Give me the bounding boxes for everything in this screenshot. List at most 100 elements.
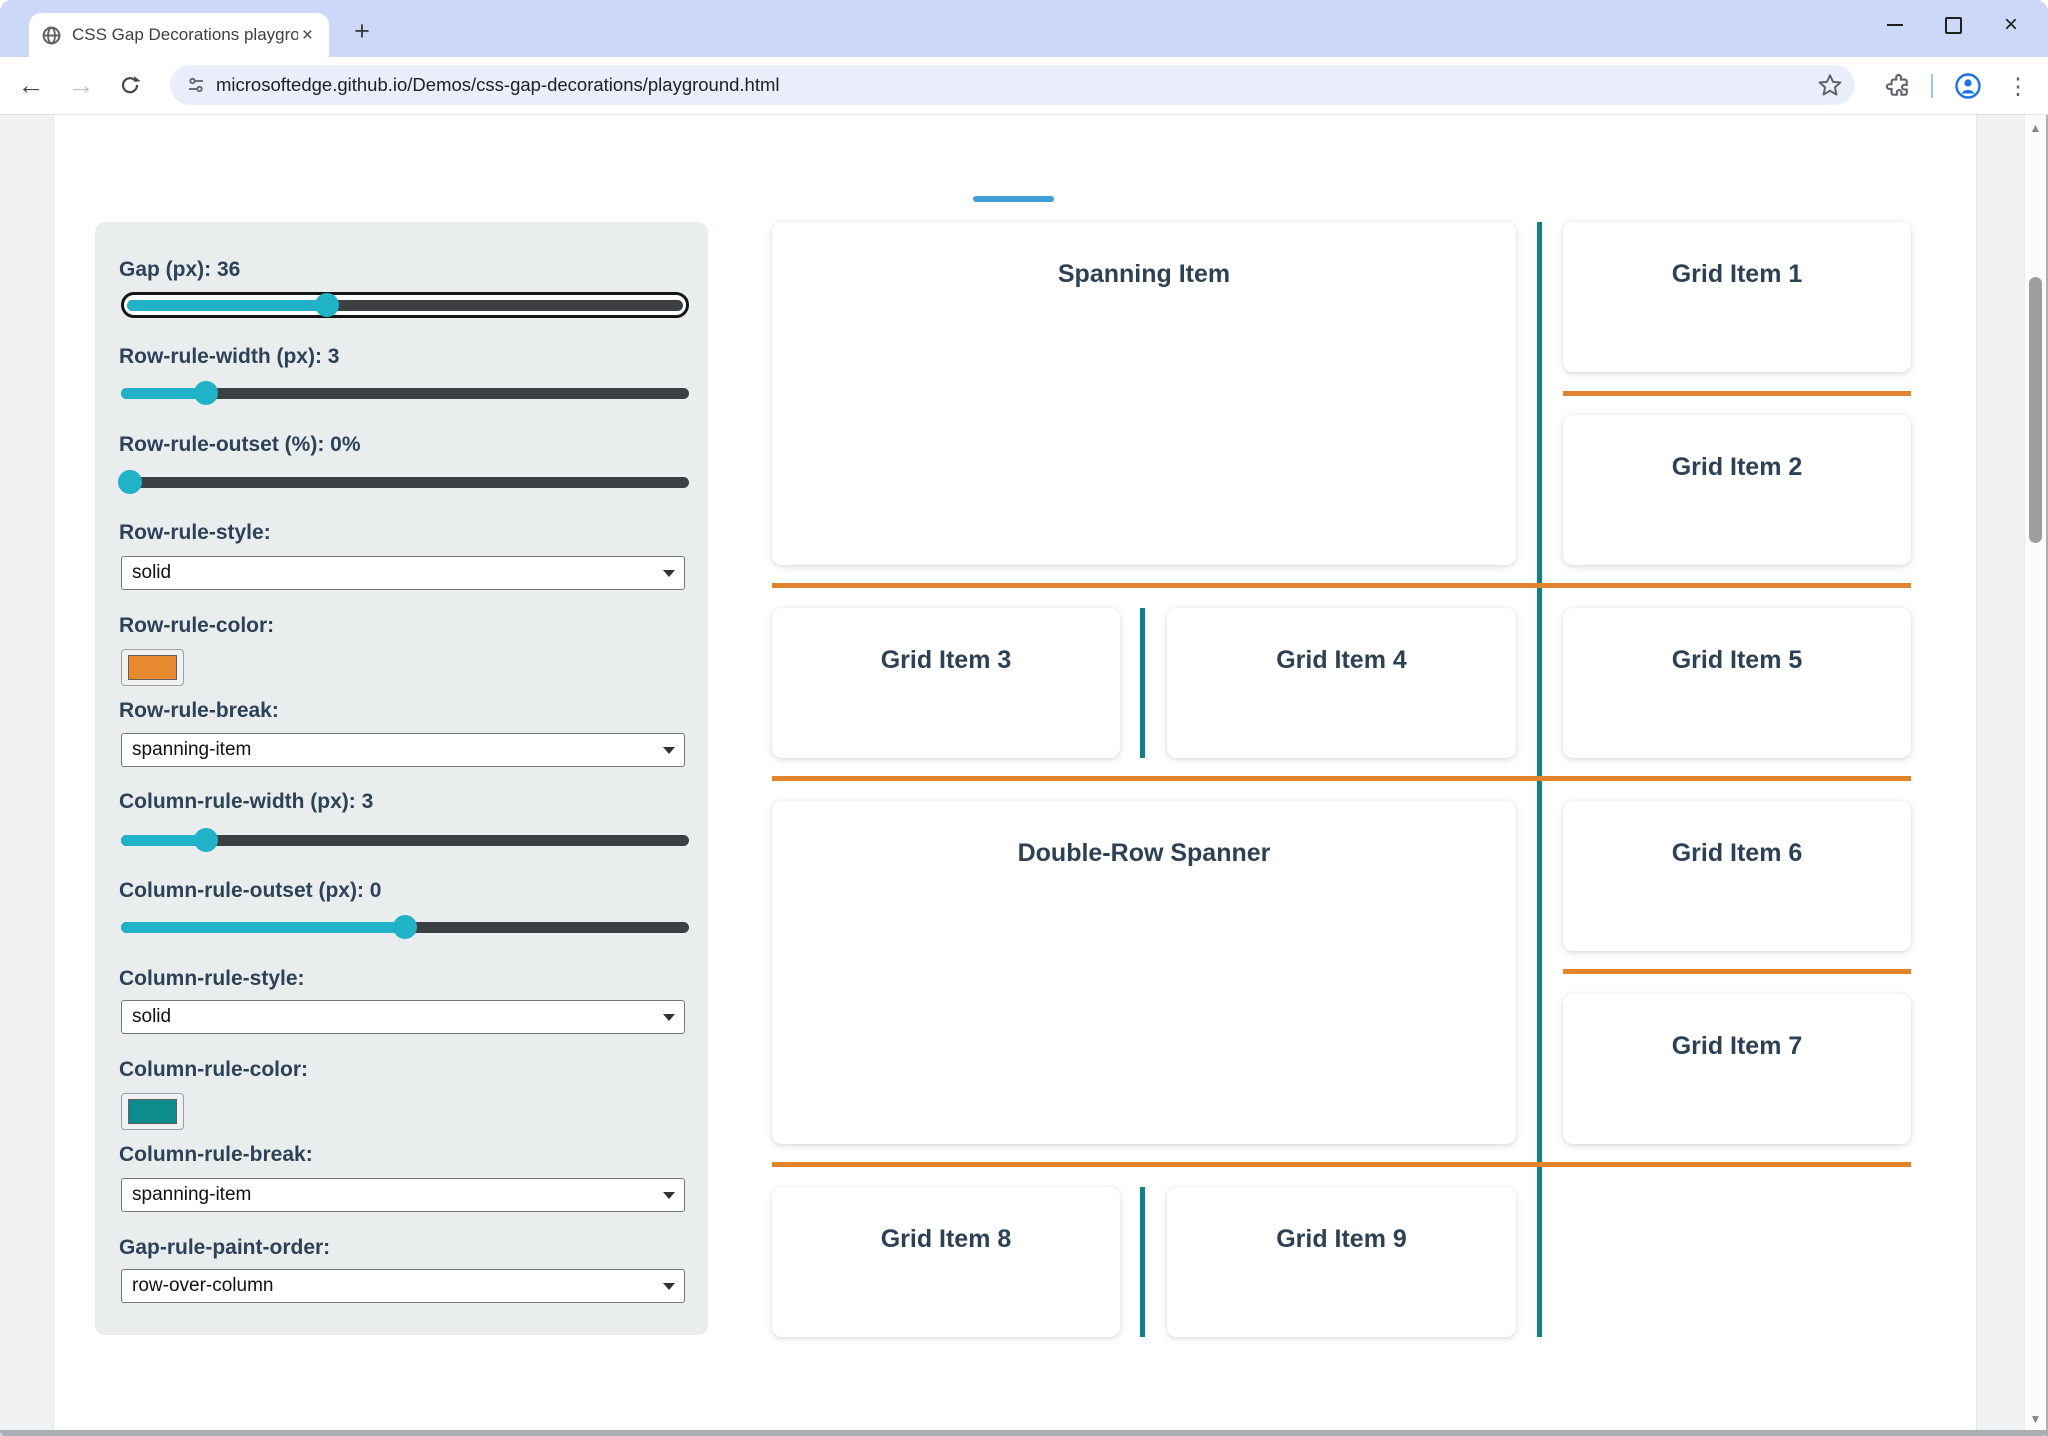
globe-favicon-icon xyxy=(42,26,61,44)
row-rule-break-value: spanning-item xyxy=(132,739,252,760)
reload-icon xyxy=(121,76,141,94)
grid-item-card: Grid Item 2 xyxy=(1563,415,1911,565)
gap-rule-paint-order-value: row-over-column xyxy=(132,1275,274,1296)
grid-item-card: Grid Item 9 xyxy=(1167,1187,1516,1337)
forward-button[interactable]: → xyxy=(67,69,95,100)
window-right-border xyxy=(2046,115,2048,1436)
window-controls: × xyxy=(1866,0,2040,50)
site-info-icon[interactable] xyxy=(184,73,208,97)
column-rule-style-value: solid xyxy=(132,1006,172,1027)
gap-slider-thumb[interactable] xyxy=(315,293,340,317)
gap-rule-paint-order-label: Gap-rule-paint-order: xyxy=(119,1236,331,1259)
url-bar[interactable]: microsoftedge.github.io/Demos/css-gap-de… xyxy=(170,65,1855,105)
row-rule-break-select[interactable]: spanning-item xyxy=(121,733,685,767)
select-caret-icon xyxy=(663,1283,675,1290)
row-rule-width-label: Row-rule-width (px): 3 xyxy=(119,345,340,368)
row-rule-full xyxy=(772,1162,1911,1167)
row-rule-color-swatch xyxy=(128,655,177,680)
scroll-down-icon[interactable]: ▼ xyxy=(2029,1412,2042,1426)
scrollbar-thumb[interactable] xyxy=(2029,277,2042,543)
grid-item-card: Grid Item 4 xyxy=(1167,608,1516,758)
row-rule-outset-label: Row-rule-outset (%): 0% xyxy=(119,433,361,456)
gap-rule-paint-order-select[interactable]: row-over-column xyxy=(121,1269,685,1303)
window-bottom-border xyxy=(0,1430,2048,1436)
page-container: Grid Layout Gap (px): 36 Row-rule-width … xyxy=(53,115,1977,1430)
minimize-button[interactable] xyxy=(1866,3,1924,47)
gap-slider-track[interactable] xyxy=(127,293,683,317)
grid-item-card: Grid Item 6 xyxy=(1563,801,1911,951)
scroll-up-icon[interactable]: ▲ xyxy=(2029,121,2042,135)
row-rule-segment xyxy=(1563,391,1911,396)
browser-menu-icon[interactable]: ⋮ xyxy=(2006,73,2030,99)
select-caret-icon xyxy=(663,570,675,577)
column-rule-color-picker[interactable] xyxy=(121,1093,184,1130)
column-rule-width-track[interactable] xyxy=(121,828,689,852)
minimize-icon xyxy=(1887,24,1903,26)
row-rule-break-label: Row-rule-break: xyxy=(119,699,279,722)
row-rule-full xyxy=(772,583,1911,588)
column-rule-break-select[interactable]: spanning-item xyxy=(121,1178,685,1212)
row-rule-style-select[interactable]: solid xyxy=(121,556,685,590)
row-rule-outset-track[interactable] xyxy=(117,470,689,494)
gap-slider[interactable] xyxy=(121,292,689,318)
row-rule-width-track[interactable] xyxy=(121,381,689,405)
column-rule-outset-slider[interactable] xyxy=(121,914,689,940)
column-rule-outset-fill xyxy=(121,921,405,933)
reload-button[interactable] xyxy=(110,65,150,105)
maximize-button[interactable] xyxy=(1924,3,1982,47)
controls-panel: Gap (px): 36 Row-rule-width (px): 3 Row-… xyxy=(95,222,708,1335)
grid-item-card: Grid Item 3 xyxy=(772,608,1120,758)
column-rule-width-slider[interactable] xyxy=(121,827,689,853)
column-rule-break-label: Column-rule-break: xyxy=(119,1143,313,1166)
profile-avatar-icon[interactable] xyxy=(1954,72,1982,100)
vertical-scrollbar[interactable]: ▲ ▼ xyxy=(2024,115,2046,1430)
spanning-item-card: Spanning Item xyxy=(772,222,1516,565)
column-rule-segment xyxy=(1140,1187,1145,1337)
column-rule-outset-thumb[interactable] xyxy=(393,915,417,939)
row-rule-width-thumb[interactable] xyxy=(194,381,219,405)
column-rule-width-fill xyxy=(121,834,207,846)
page-viewport: Grid Layout Gap (px): 36 Row-rule-width … xyxy=(0,115,2048,1430)
row-rule-outset-thumb[interactable] xyxy=(117,470,142,494)
grid-item-card: Grid Item 8 xyxy=(772,1187,1120,1337)
row-rule-width-fill xyxy=(121,387,207,399)
row-rule-color-picker[interactable] xyxy=(121,649,184,686)
close-button[interactable]: × xyxy=(1982,3,2040,47)
column-rule-style-select[interactable]: solid xyxy=(121,1000,685,1034)
row-rule-width-slider[interactable] xyxy=(121,380,689,406)
row-rule-segment xyxy=(1563,969,1911,974)
browser-tab[interactable]: CSS Gap Decorations playgroun × xyxy=(29,13,329,57)
select-caret-icon xyxy=(663,747,675,754)
row-rule-outset-slider[interactable] xyxy=(117,469,689,495)
column-rule-break-value: spanning-item xyxy=(132,1184,252,1205)
bookmark-star-icon[interactable] xyxy=(1817,72,1843,98)
row-rule-color-label: Row-rule-color: xyxy=(119,614,275,637)
grid-item-card: Grid Item 5 xyxy=(1563,608,1911,758)
toolbar-separator xyxy=(1931,74,1933,98)
column-rule-segment xyxy=(1140,608,1145,758)
tab-close-icon[interactable]: × xyxy=(301,24,313,46)
double-row-spanner-card: Double-Row Spanner xyxy=(772,801,1516,1144)
column-rule-style-label: Column-rule-style: xyxy=(119,967,305,990)
gap-slider-fill xyxy=(127,299,328,311)
column-rule-width-label: Column-rule-width (px): 3 xyxy=(119,790,374,813)
grid-item-card: Grid Item 7 xyxy=(1563,994,1911,1144)
gap-slider-label: Gap (px): 36 xyxy=(119,258,241,281)
select-caret-icon xyxy=(663,1192,675,1199)
tab-title: CSS Gap Decorations playgroun xyxy=(72,25,298,44)
select-caret-icon xyxy=(663,1014,675,1021)
url-text[interactable]: microsoftedge.github.io/Demos/css-gap-de… xyxy=(216,74,780,95)
browser-toolbar: ← → microsoftedge.github.io/Demos/css-ga… xyxy=(0,57,2048,115)
row-rule-style-value: solid xyxy=(132,562,172,583)
column-rule-width-thumb[interactable] xyxy=(194,828,219,852)
column-rule-outset-label: Column-rule-outset (px): 0 xyxy=(119,879,382,902)
column-rule-color-swatch xyxy=(128,1099,177,1124)
grid-item-card: Grid Item 1 xyxy=(1563,222,1911,372)
column-rule-outset-track[interactable] xyxy=(121,915,689,939)
maximize-icon xyxy=(1944,16,1962,34)
back-button[interactable]: ← xyxy=(17,69,45,100)
title-underline xyxy=(973,196,1054,202)
new-tab-button[interactable]: + xyxy=(354,16,370,46)
extensions-icon[interactable] xyxy=(1884,72,1912,100)
